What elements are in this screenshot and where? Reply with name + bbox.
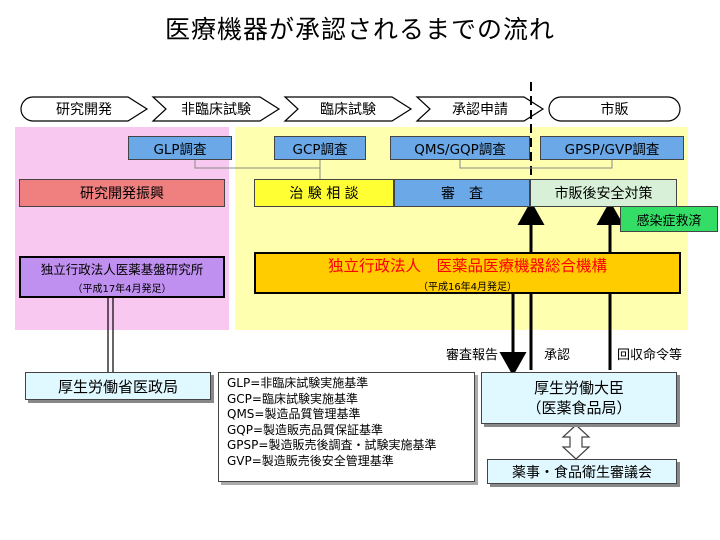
gpsp-gvp-inspection-box: GPSP/GVP調査 <box>540 136 684 160</box>
glp-inspection-box: GLP調査 <box>128 136 232 160</box>
stage-label: 研究開発 <box>56 102 112 118</box>
stage-label: 承認申請 <box>452 102 508 118</box>
stage-nonclinical: 非臨床試験 <box>151 96 281 122</box>
stage-arrow-shape <box>415 96 545 122</box>
stage-arrow-shape <box>20 96 149 122</box>
stage-arrow-shape <box>151 96 281 122</box>
minister-title: 厚生労働大臣 <box>533 379 624 397</box>
qms-gpsp-connector <box>459 160 613 169</box>
research-promotion-box: 研究開発振興 <box>19 179 225 207</box>
nibio-name: 独立行政法人医薬基盤研究所 <box>40 262 204 277</box>
stage-label: 臨床試験 <box>320 102 376 118</box>
review-report-label: 審査報告 <box>446 348 499 363</box>
stage-label: 市販 <box>600 102 629 118</box>
clinical-consultation-box: 治 験 相 談 <box>254 179 394 207</box>
recall-order-label: 回収命令等 <box>617 348 683 363</box>
minister-box: 厚生労働大臣 （医薬食品局） <box>481 372 677 424</box>
gcp-inspection-box: GCP調査 <box>274 136 366 160</box>
stage-market: 市販 <box>548 96 681 122</box>
stage-clinical: 臨床試験 <box>283 96 413 122</box>
minister-bureau: （医薬食品局） <box>526 399 632 417</box>
mhlw-bureau-box: 厚生労働省医政局 <box>25 372 211 400</box>
legend-item: GVP=製造販売後安全管理基準 <box>227 453 394 468</box>
stage-ellipse-shape <box>548 96 681 122</box>
council-box: 薬事・食品衛生審議会 <box>487 459 677 484</box>
stage-research: 研究開発 <box>20 96 149 122</box>
legend-item: GQP=製造販売品質保証基準 <box>227 422 384 437</box>
legend-item: GLP=非臨床試験実施基準 <box>227 376 369 390</box>
legend-item: GPSP=製造販売後調査・試験実施基準 <box>227 438 437 452</box>
glp-connector <box>194 160 320 169</box>
legend-item: QMS=製造品質管理基準 <box>227 407 361 421</box>
pmda-founded-note: （平成16年4月発足） <box>417 281 518 293</box>
pmda-box: 独立行政法人 医薬品医療機器総合機構 （平成16年4月発足） <box>254 252 681 294</box>
nibio-founded-note: （平成17年4月発足） <box>72 284 172 295</box>
stage-label: 非臨床試験 <box>181 102 251 118</box>
nibio-box: 独立行政法人医薬基盤研究所 （平成17年4月発足） <box>19 256 225 298</box>
abbreviation-legend: GLP=非臨床試験実施基準 GCP=臨床試験実施基準 QMS=製造品質管理基準 … <box>218 372 475 482</box>
infection-relief-box: 感染症救済 <box>620 206 718 232</box>
legend-item: GCP=臨床試験実施基準 <box>227 391 358 406</box>
stage-arrow-shape <box>283 96 413 122</box>
post-market-safety-box: 市販後安全対策 <box>530 179 677 207</box>
pmda-name: 独立行政法人 医薬品医療機器総合機構 <box>327 256 607 275</box>
page-title: 医療機器が承認されるまでの流れ <box>164 15 555 44</box>
council-double-arrow <box>561 424 591 460</box>
review-box: 審 査 <box>394 179 530 207</box>
qms-gqp-inspection-box: QMS/GQP調査 <box>390 136 530 160</box>
approval-label: 承認 <box>544 348 571 363</box>
stage-application: 承認申請 <box>415 96 545 122</box>
